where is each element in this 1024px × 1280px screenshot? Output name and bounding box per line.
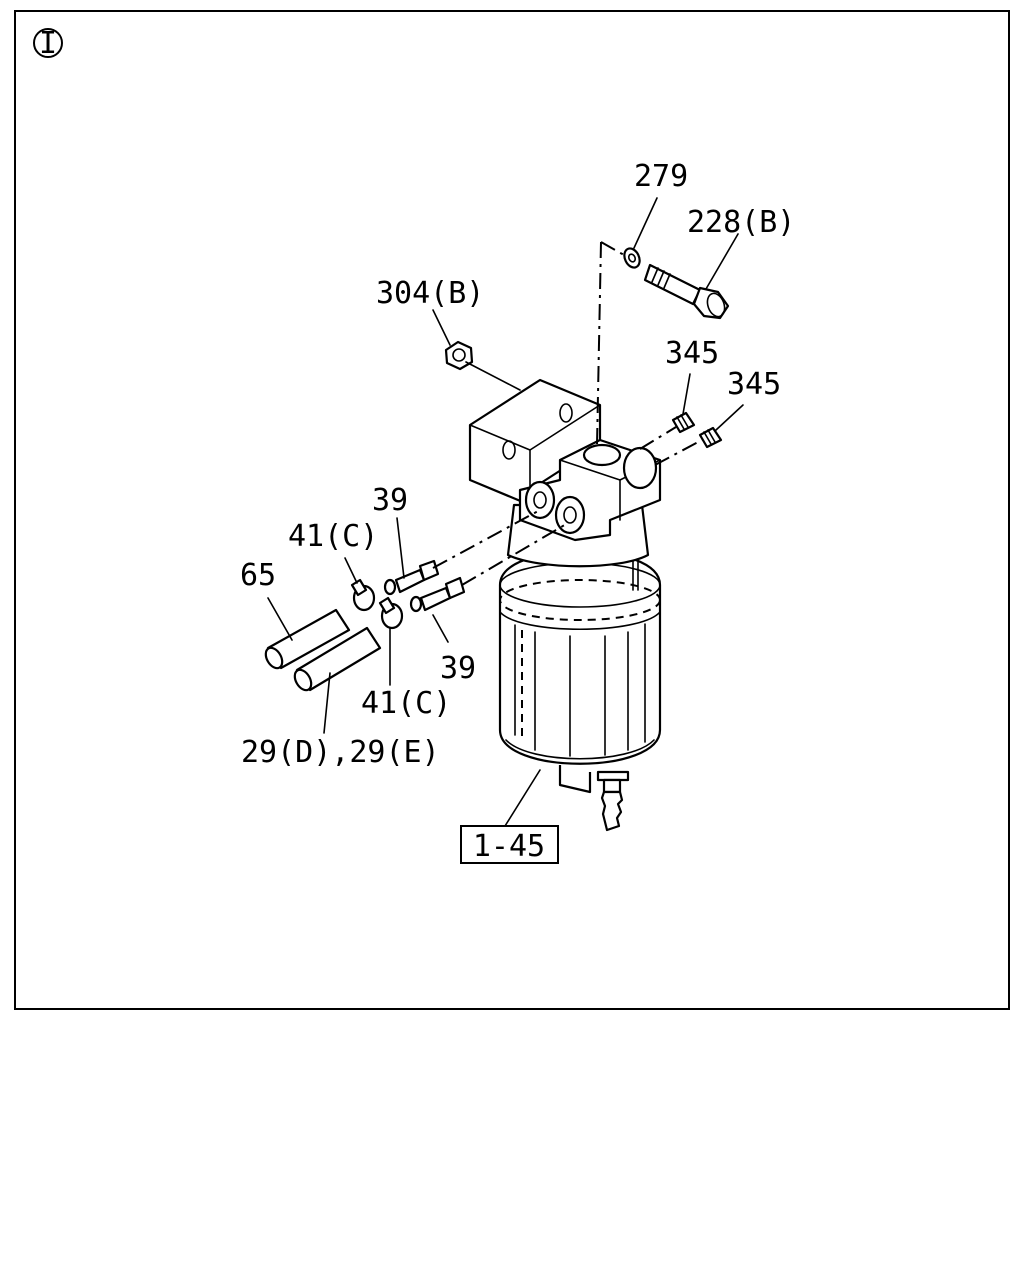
leader-lines bbox=[267, 197, 744, 827]
part-labels: 279 228(B) 304(B) 345 345 39 39 41(C) 41… bbox=[240, 159, 795, 864]
label-1-45: 1-45 bbox=[473, 829, 545, 864]
nut-304b bbox=[444, 340, 474, 371]
view-marker-label: I bbox=[39, 26, 57, 61]
label-304b: 304(B) bbox=[376, 276, 484, 311]
label-39-b: 39 bbox=[440, 651, 476, 686]
view-marker: I bbox=[33, 26, 63, 61]
fitting-39-a bbox=[383, 559, 440, 596]
fitting-39-b bbox=[409, 576, 466, 613]
plug-345-a bbox=[671, 411, 696, 434]
label-345-a: 345 bbox=[665, 336, 719, 371]
fuel-filter-assembly bbox=[468, 378, 662, 832]
hose-65 bbox=[264, 608, 351, 670]
label-228b: 228(B) bbox=[687, 205, 795, 240]
bolt-228b bbox=[643, 263, 730, 320]
plug-345-b bbox=[698, 426, 723, 449]
label-1-45-box bbox=[460, 825, 559, 864]
label-279: 279 bbox=[634, 159, 688, 194]
label-41c-a: 41(C) bbox=[288, 519, 378, 554]
label-29de: 29(D),29(E) bbox=[241, 735, 440, 770]
center-lines bbox=[432, 241, 703, 586]
label-41c-b: 41(C) bbox=[361, 686, 451, 721]
hose-29 bbox=[293, 626, 382, 692]
washer-279 bbox=[623, 247, 641, 269]
label-39-a: 39 bbox=[372, 483, 408, 518]
clamp-41c-a bbox=[350, 578, 376, 612]
label-345-b: 345 bbox=[727, 367, 781, 402]
label-65: 65 bbox=[240, 558, 276, 593]
diagram-frame bbox=[14, 10, 1010, 1010]
clamp-41c-b bbox=[378, 596, 404, 630]
